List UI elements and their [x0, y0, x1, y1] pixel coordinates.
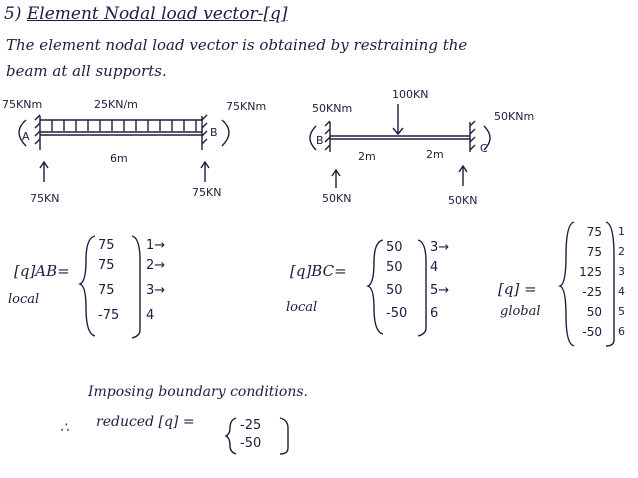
therefore-symbol: ∴: [60, 420, 69, 436]
intro-line-1: The element nodal load vector is obtaine…: [6, 36, 468, 54]
vector-bc-sub: local: [286, 300, 318, 315]
moment-arc-b: [221, 119, 230, 147]
moment-left-ab: 75KNm: [2, 98, 43, 111]
dof-label: 1→: [146, 238, 166, 253]
span-bc-right: 2m: [426, 148, 444, 161]
dof-label: 6: [618, 325, 625, 338]
dof-label: 2: [618, 245, 625, 258]
vector-ab-entries: 75 75 75 -75: [98, 236, 119, 326]
dof-label: 5: [618, 305, 625, 318]
vector-global-sub: global: [500, 304, 541, 319]
reaction-left-bc: 50KN: [322, 192, 352, 205]
vector-entry: 125: [579, 265, 602, 279]
reduced-vector-entries: -25 -50: [240, 416, 261, 452]
brace-ab-right: [131, 235, 141, 339]
node-b2-label: B: [316, 134, 324, 147]
dof-label: 5→: [430, 283, 450, 298]
vector-entry: -25: [582, 285, 602, 299]
vector-entry: 50: [386, 240, 403, 255]
vector-ab-name: [q]AB=: [14, 262, 70, 280]
brace-ab-left: [77, 235, 96, 337]
moment-right-ab: 75KNm: [226, 100, 267, 113]
reaction-left-ab: 75KN: [30, 192, 60, 205]
section-title: Element Nodal load vector-[q]: [26, 4, 288, 24]
vector-bc-dofs: 3→ 4 5→ 6: [430, 238, 449, 324]
span-bc-left: 2m: [358, 150, 376, 163]
vector-entry: -75: [98, 308, 120, 323]
section-number: 5): [4, 4, 22, 24]
vector-bc-entries: 50 50 50 -50: [386, 238, 407, 324]
brace-bc-right: [417, 239, 427, 337]
boundary-conditions-text: Imposing boundary conditions.: [88, 384, 308, 400]
vector-entry: 75: [98, 258, 115, 273]
vector-entry: 50: [586, 305, 602, 319]
dof-label: 4: [618, 285, 625, 298]
dof-label: 6: [430, 306, 439, 321]
moment-arc-b2: [309, 125, 317, 151]
reaction-right-ab: 75KN: [192, 186, 222, 199]
span-ab-label: 6m: [110, 152, 128, 165]
moment-arc-a: [18, 119, 27, 147]
vector-entry: -50: [582, 325, 602, 339]
vector-ab-dofs: 1→ 2→ 3→ 4: [146, 236, 165, 326]
vector-entry: 50: [386, 260, 403, 275]
vector-global-entries: 75 75 125 -25 50 -50: [572, 222, 602, 342]
dof-label: 2→: [146, 258, 166, 273]
dof-label: 4: [146, 308, 155, 323]
brace-reduced-right: [279, 417, 289, 455]
vector-bc-name: [q]BC=: [290, 262, 347, 280]
moment-left-bc: 50KNm: [312, 102, 353, 115]
brace-bc-left: [365, 239, 384, 335]
vector-entry: 75: [586, 225, 602, 239]
brace-reduced-left: [224, 417, 237, 455]
node-c-label: C: [480, 142, 488, 155]
reaction-right-bc: 50KN: [448, 194, 478, 207]
vector-entry: -25: [240, 418, 262, 433]
section-heading: 5) Element Nodal load vector-[q]: [4, 4, 287, 24]
vector-global-name: [q] =: [498, 280, 537, 298]
dof-label: 1: [618, 225, 625, 238]
vector-entry: 75: [586, 245, 602, 259]
dof-label: 3→: [430, 240, 450, 255]
reduced-q-label: reduced [q] =: [96, 414, 195, 430]
udl-label: 25KN/m: [94, 98, 138, 111]
vector-ab-sub: local: [8, 292, 40, 307]
vector-entry: -50: [386, 306, 408, 321]
intro-line-2: beam at all supports.: [6, 62, 167, 80]
vector-entry: 75: [98, 283, 115, 298]
udl-arrows: [51, 120, 197, 131]
dof-label: 3: [618, 265, 625, 278]
moment-arc-c: [483, 125, 491, 151]
vector-entry: 75: [98, 238, 115, 253]
node-a-label: A: [22, 130, 30, 143]
brace-global-right: [605, 221, 615, 347]
vector-entry: -50: [240, 436, 262, 451]
moment-right-bc: 50KNm: [494, 110, 535, 123]
point-load-label: 100KN: [392, 88, 429, 101]
vector-global-dofs: 1 2 3 4 5 6: [618, 222, 625, 342]
dof-label: 4: [430, 260, 439, 275]
vector-entry: 50: [386, 283, 403, 298]
node-b-label: B: [210, 126, 218, 139]
dof-label: 3→: [146, 283, 166, 298]
brace-global-left: [557, 221, 575, 347]
